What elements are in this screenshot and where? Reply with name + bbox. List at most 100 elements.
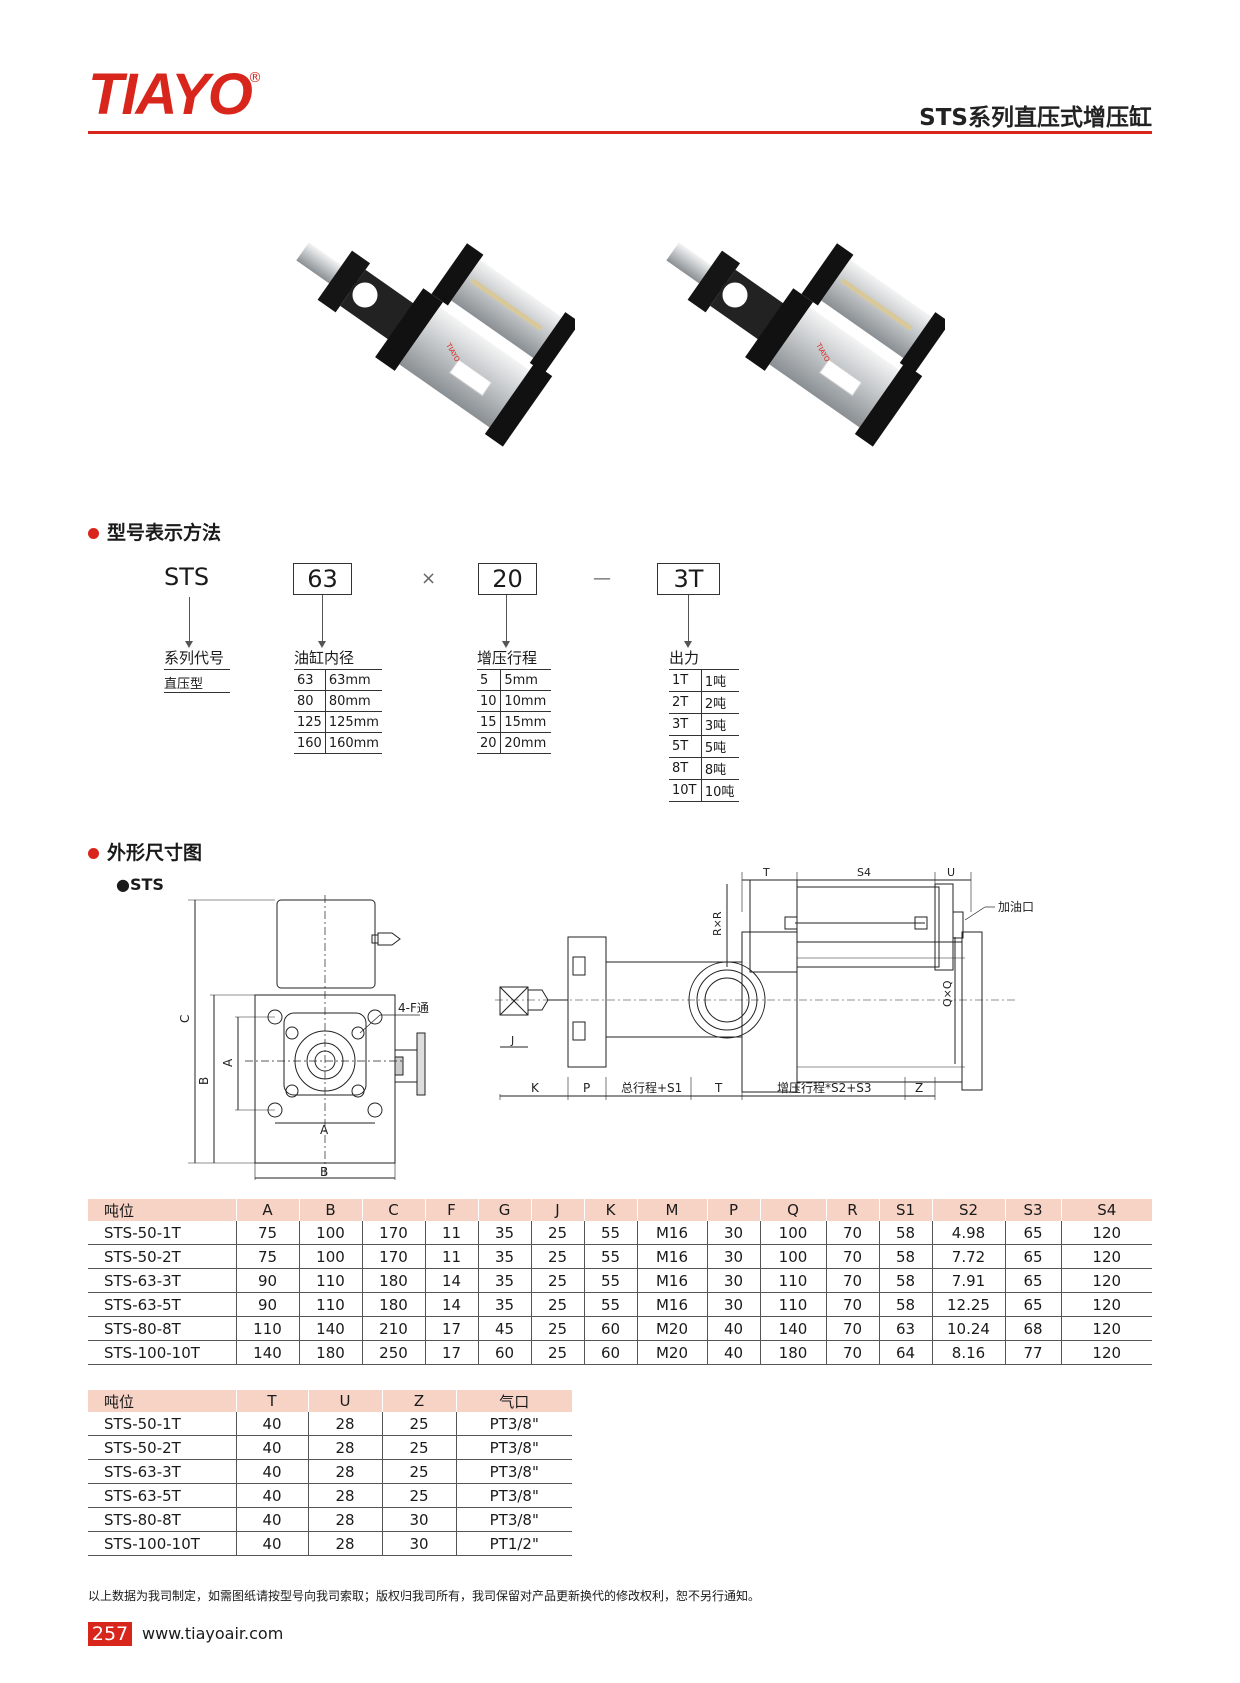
arrow-bore [322, 595, 323, 641]
section-model-title: 型号表示方法 [107, 522, 222, 544]
table-cell: 100 [760, 1244, 827, 1269]
registered-mark: ® [248, 70, 262, 86]
section-dims-title: 外形尺寸图 [107, 842, 203, 864]
table-cell: 64 [879, 1340, 933, 1365]
col-header: 吨位 [88, 1390, 237, 1412]
table-cell: 210 [362, 1316, 426, 1341]
table-cell: 250 [362, 1340, 426, 1365]
table-cell: 58 [879, 1268, 933, 1293]
col-header: R [826, 1199, 880, 1221]
table-cell: 28 [308, 1483, 383, 1508]
brand-logo: TIAYO [88, 62, 253, 127]
col-header: 气口 [456, 1390, 572, 1412]
table-cell: 25 [531, 1244, 585, 1269]
table-cell: PT3/8" [456, 1412, 572, 1436]
table-cell: STS-100-10T [88, 1531, 237, 1556]
table-cell: 180 [362, 1292, 426, 1317]
table-cell: 25 [531, 1316, 585, 1341]
dim-label-qxq: Q×Q [941, 980, 954, 1007]
table-cell: 25 [531, 1292, 585, 1317]
col-header: C [362, 1199, 426, 1221]
table-cell: 35 [478, 1292, 532, 1317]
col-header: M [637, 1199, 708, 1221]
table-cell: STS-50-1T [88, 1412, 237, 1436]
table-cell: 120 [1061, 1244, 1152, 1269]
table-cell: PT3/8" [456, 1507, 572, 1532]
table-cell: 77 [1005, 1340, 1062, 1365]
table-cell: 70 [826, 1340, 880, 1365]
dim-label-m: M [495, 993, 496, 1003]
table-cell: 140 [760, 1316, 827, 1341]
table-cell: STS-63-3T [88, 1268, 237, 1293]
dim-label-c: C [180, 1015, 192, 1023]
table-cell: PT3/8" [456, 1483, 572, 1508]
table-cell: 120 [1061, 1221, 1152, 1245]
side-view-drawing: T S4 U 加油口 R×R ΦG M J Q×Q K P 总行程+S1 T 增… [495, 866, 1034, 1100]
arrow-force [688, 595, 689, 641]
table-cell: 28 [308, 1412, 383, 1436]
table-cell: 140 [236, 1340, 300, 1365]
bullet-icon [88, 528, 99, 539]
product-photo-1: TIAYO [296, 242, 575, 447]
dim-label-t: T [714, 1081, 723, 1095]
table-cell: 58 [879, 1292, 933, 1317]
table-cell: M16 [637, 1244, 708, 1269]
force-head: 出力 [669, 647, 739, 670]
table-cell: 58 [879, 1221, 933, 1245]
col-header: F [425, 1199, 479, 1221]
dim-label-j: J [510, 1034, 514, 1047]
dim-label-b: B [197, 1077, 211, 1085]
table-cell: M16 [637, 1268, 708, 1293]
code-dash: — [593, 568, 611, 589]
dim-label-total-stroke: 总行程+S1 [621, 1080, 682, 1095]
dim-label-k: K [531, 1081, 540, 1095]
table-cell: 28 [308, 1531, 383, 1556]
table-cell: 75 [236, 1244, 300, 1269]
table-cell: STS-50-2T [88, 1435, 237, 1460]
table-cell: 110 [299, 1292, 363, 1317]
dim-label-s4: S4 [857, 866, 871, 879]
code-force: 3T [657, 563, 720, 595]
table-cell: 45 [478, 1316, 532, 1341]
code-bore: 63 [293, 563, 352, 595]
table-cell: 110 [760, 1292, 827, 1317]
table-cell: 14 [425, 1292, 479, 1317]
table-cell: 75 [236, 1221, 300, 1245]
table-cell: 55 [584, 1268, 638, 1293]
arrow-head-icon [318, 641, 326, 648]
col-header: K [584, 1199, 638, 1221]
bore-head: 油缸内径 [294, 647, 382, 670]
code-times: × [421, 568, 437, 589]
table-cell: 25 [382, 1483, 457, 1508]
table-cell: 70 [826, 1268, 880, 1293]
table-cell: 90 [236, 1268, 300, 1293]
spec-table-main: 吨位 A B C F G J K M P Q R S1 S2 S3 S4 STS… [88, 1199, 1152, 1365]
table-cell: 110 [236, 1316, 300, 1341]
table-cell: 40 [236, 1412, 309, 1436]
table-cell: 12.25 [932, 1292, 1006, 1317]
col-header: T [236, 1390, 309, 1412]
table-cell: STS-80-8T [88, 1316, 237, 1341]
table-cell: 28 [308, 1459, 383, 1484]
product-photo-2: TIAYO [666, 242, 945, 447]
table-cell: 11 [425, 1221, 479, 1245]
col-header: P [707, 1199, 761, 1221]
table-cell: 65 [1005, 1244, 1062, 1269]
table-cell: 60 [584, 1316, 638, 1341]
